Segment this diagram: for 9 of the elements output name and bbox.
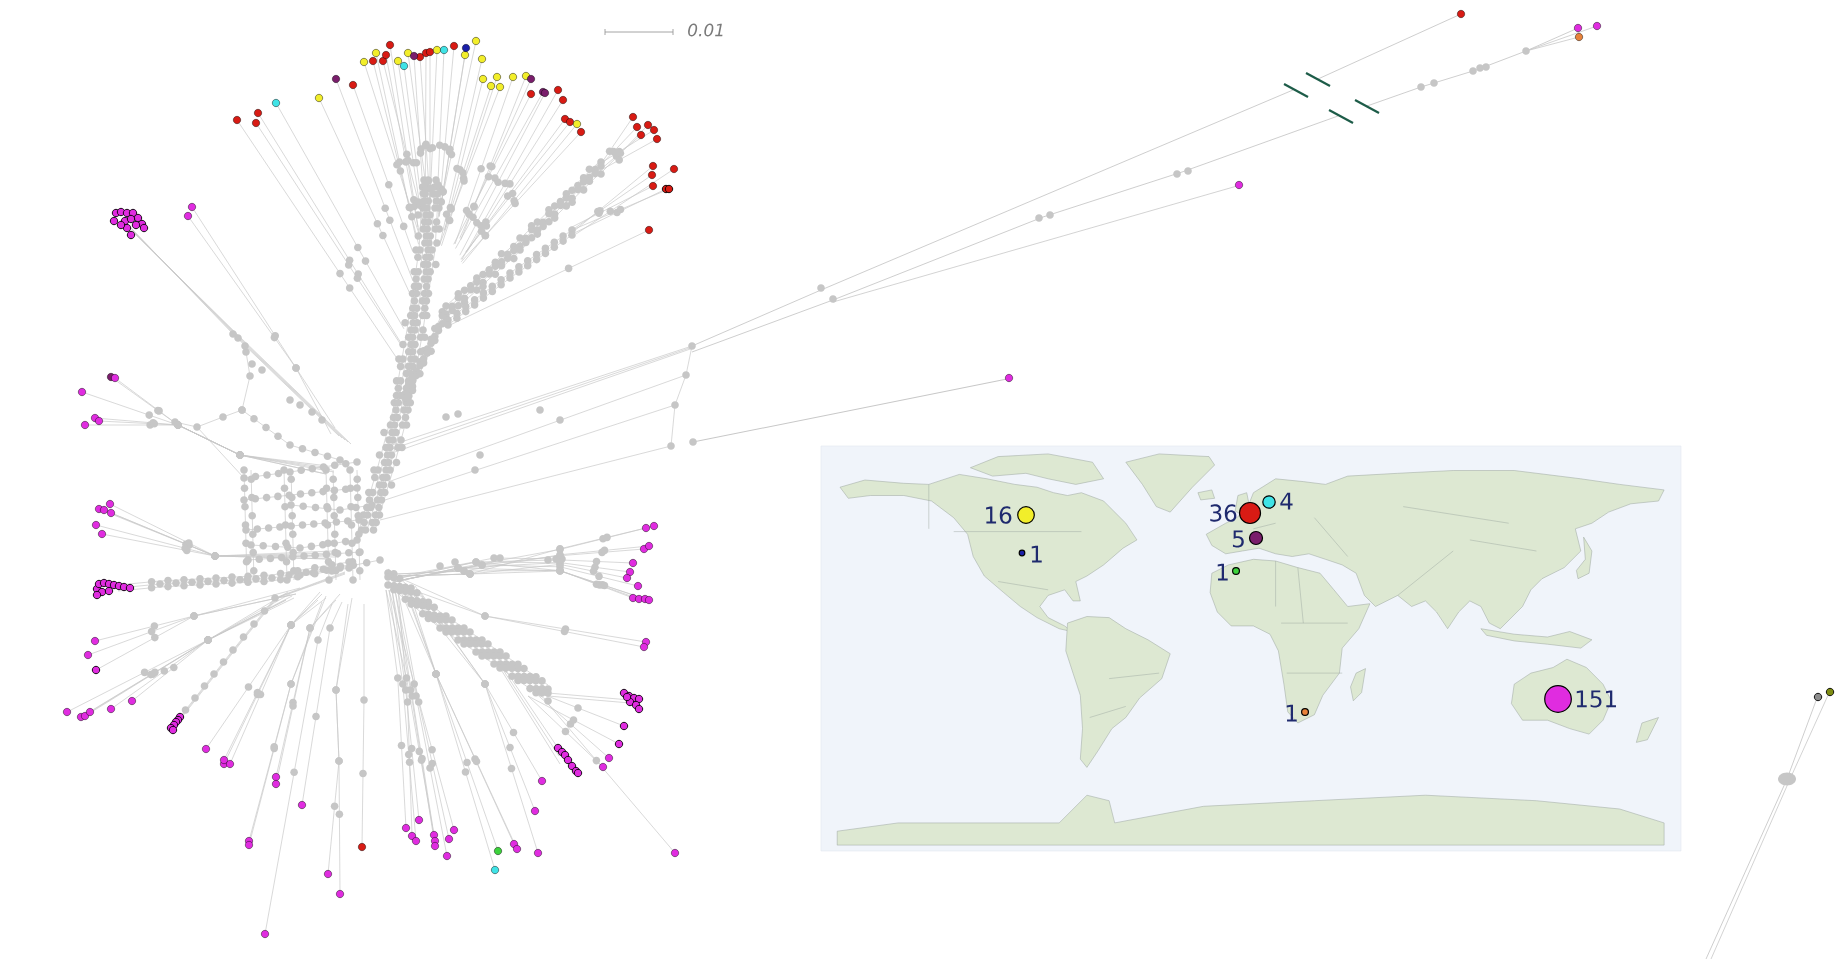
count-label: 36 bbox=[1210, 504, 1237, 522]
count-label: 151 bbox=[1576, 690, 1616, 708]
count-label: 16 bbox=[986, 506, 1012, 524]
count-label: 1 bbox=[1031, 545, 1042, 563]
scale-value: 0.01 bbox=[688, 23, 723, 37]
count-label: 1 bbox=[1286, 704, 1297, 722]
count-label: 4 bbox=[1280, 492, 1293, 510]
count-label: 1 bbox=[1217, 563, 1228, 581]
count-label: 5 bbox=[1232, 530, 1244, 548]
